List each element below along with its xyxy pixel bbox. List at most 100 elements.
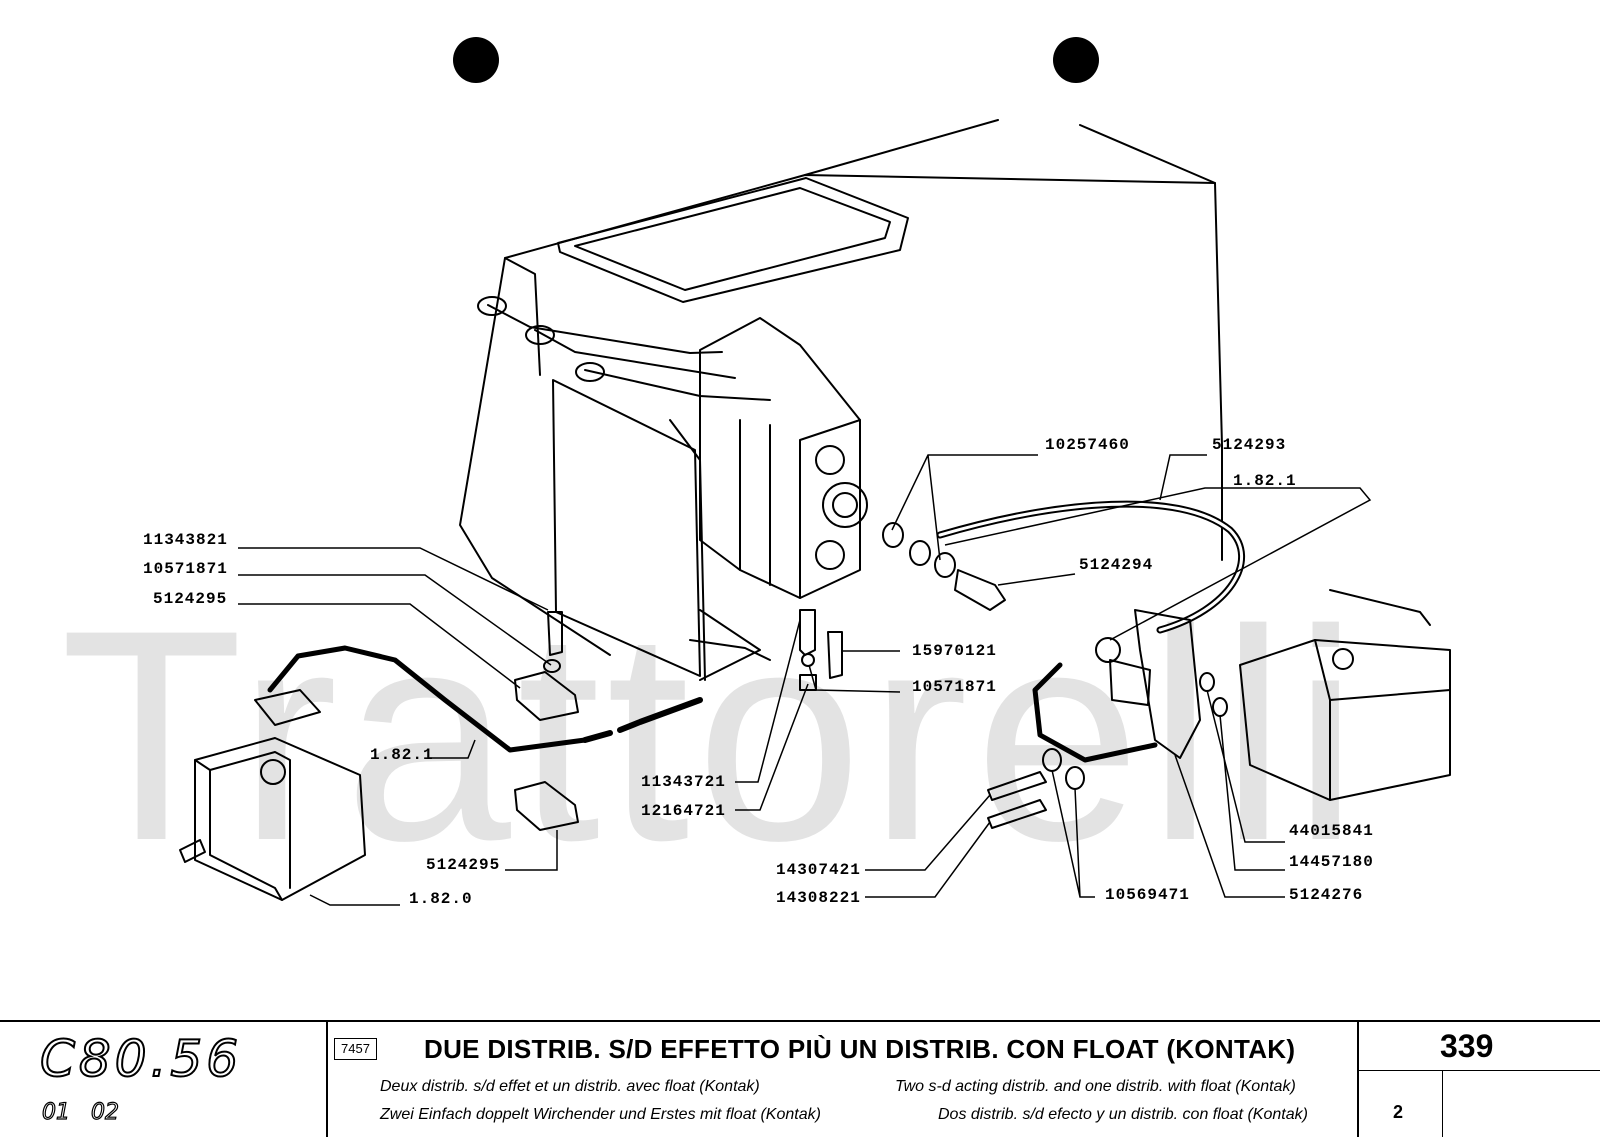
washer-10571871 [801, 653, 815, 667]
leader-44015841 [1206, 689, 1285, 843]
lever-knob-1 [477, 296, 507, 316]
valve-port-4 [815, 540, 845, 570]
mounting-plate [552, 379, 701, 677]
pump-shaft [179, 839, 206, 863]
top-plate [557, 177, 909, 303]
title-block-divider-4 [1442, 1070, 1443, 1137]
pipe-1.82.1 [267, 645, 588, 753]
exploded-parts-diagram [179, 119, 1451, 906]
leader-5124295-a [238, 603, 521, 689]
leader-10257460 [891, 454, 1038, 561]
label-1.82.1-lower: 1.82.1 [370, 746, 434, 764]
label-15970121: 15970121 [912, 642, 997, 660]
label-12164721: 12164721 [641, 802, 726, 820]
valve-port-3 [815, 445, 845, 475]
washer-10569471-a [1042, 748, 1062, 772]
tank [1239, 639, 1451, 801]
label-10257460: 10257460 [1045, 436, 1130, 454]
lever-1 [487, 304, 723, 354]
hydraulic-pump-face [194, 751, 291, 901]
label-44015841: 44015841 [1289, 822, 1374, 840]
washer-b [909, 540, 931, 566]
tank-cap [1332, 648, 1354, 670]
label-10571871-right: 10571871 [912, 678, 997, 696]
clamp-upper [514, 671, 579, 721]
leader-1.82.0 [309, 894, 400, 906]
label-1.82.1-upper: 1.82.1 [1233, 472, 1297, 490]
title-block-divider-2 [1357, 1020, 1359, 1137]
banjo-bolt [954, 569, 1006, 611]
label-5124293: 5124293 [1212, 436, 1287, 454]
lever-knob-2 [525, 325, 555, 345]
bolt-11343721 [799, 609, 816, 656]
housing-top-edge [804, 119, 1216, 184]
clamp-lower [514, 781, 579, 831]
leader-5124295-b [505, 830, 558, 871]
sheet-number: 2 [1393, 1102, 1404, 1122]
subtitle-german: Zwei Einfach doppelt Wirchender und Erst… [380, 1106, 821, 1123]
leader-11343821 [238, 547, 549, 611]
float-valve-knob [1109, 659, 1151, 706]
leader-1.82.1-a [944, 487, 1295, 546]
label-11343721: 11343721 [641, 773, 726, 791]
title-block-divider-1 [326, 1020, 328, 1137]
hose-5124293-inner [938, 502, 1243, 632]
label-1.82.0: 1.82.0 [409, 890, 473, 908]
float-pipe [1032, 662, 1158, 763]
lever-3 [584, 369, 771, 401]
label-10569471: 10569471 [1105, 886, 1190, 904]
page-number: 339 [1440, 1028, 1494, 1064]
subtitle-spanish: Dos distrib. s/d efecto y un distrib. co… [938, 1106, 1308, 1123]
leader-11343721 [735, 619, 801, 783]
float-valve [1134, 609, 1201, 759]
float-valve-port [1095, 637, 1121, 663]
leader-1.82.1-b [428, 739, 476, 759]
lever-2 [534, 329, 736, 379]
lever-knob-3 [575, 362, 605, 382]
title-block-top-rule [0, 1020, 1600, 1022]
pump-flange [254, 689, 321, 726]
top-plate-inner [574, 187, 891, 291]
label-5124294: 5124294 [1079, 556, 1154, 574]
bolt-11343821 [547, 611, 563, 656]
housing-outline [504, 174, 1223, 561]
model-code: C80.56 [39, 1030, 243, 1088]
leader-12164721 [735, 683, 809, 811]
pipe-fittings [582, 697, 703, 743]
hydraulic-pump [194, 737, 366, 901]
leader-10569471 [1051, 769, 1095, 898]
leader-5124294 [997, 573, 1076, 586]
washer-a [882, 522, 904, 548]
label-10571871-left: 10571871 [143, 560, 228, 578]
leader-14457180 [1219, 714, 1285, 871]
label-14457180: 14457180 [1289, 853, 1374, 871]
label-11343821: 11343821 [143, 531, 228, 549]
tank-top [1314, 639, 1451, 801]
page-title: DUE DISTRIB. S/D EFFETTO PIÙ UN DISTRIB.… [424, 1034, 1296, 1064]
punch-hole-right [1053, 37, 1099, 83]
valve-port-2 [832, 492, 858, 518]
tank-bracket [1329, 589, 1431, 626]
washer-c [934, 552, 956, 578]
label-5124276: 5124276 [1289, 886, 1364, 904]
housing-left [459, 257, 611, 656]
bolt-15970121 [827, 631, 843, 679]
pump-port [260, 759, 286, 785]
washer-44015841 [1199, 672, 1215, 692]
leader-1.82.1-a2 [1109, 487, 1372, 641]
leader-10571871-a [238, 574, 552, 666]
punch-hole-left [453, 37, 499, 83]
leader-14308221 [865, 821, 991, 898]
valve-port-1 [822, 482, 868, 528]
group-code: 7457 [334, 1038, 377, 1060]
leader-5124276 [1174, 754, 1285, 898]
title-block: C80.56 01 02 7457 DUE DISTRIB. S/D EFFET… [0, 1020, 1600, 1137]
bolt-14307421 [987, 771, 1047, 801]
subtitle-english: Two s-d acting distrib. and one distrib.… [895, 1078, 1296, 1095]
washer-10571871-a [543, 659, 561, 673]
label-14308221: 14308221 [776, 889, 861, 907]
version-codes: 01 02 [41, 1099, 119, 1125]
label-5124295-lower: 5124295 [426, 856, 501, 874]
leader-14307421 [865, 794, 991, 871]
bracket [689, 609, 771, 681]
